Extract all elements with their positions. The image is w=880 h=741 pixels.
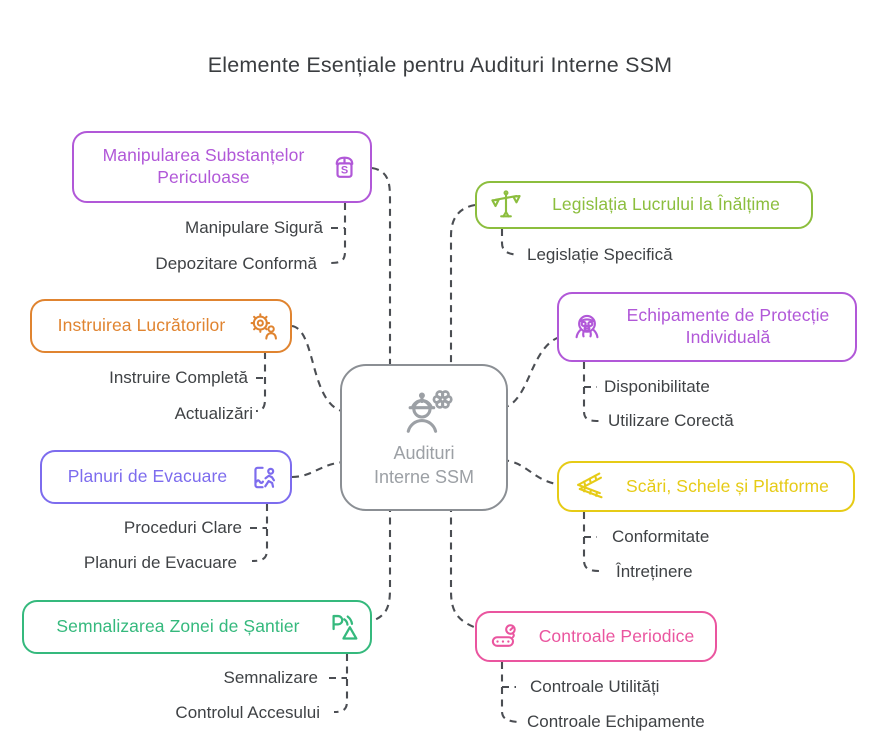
- gauge-conveyor-icon: [491, 624, 516, 647]
- central-node-audituri-interne-ssm[interactable]: Audituri Interne SSM: [340, 364, 508, 511]
- branch-controale-periodice[interactable]: Controale Periodice: [475, 611, 717, 662]
- connector-instruirea-center: [291, 324, 347, 414]
- branch-label: Legislația Lucrului la Înălțime: [552, 194, 780, 215]
- central-node-label-line2: Interne SSM: [373, 467, 475, 487]
- connector-planuri-children: [250, 504, 269, 563]
- branch-label: Instruirea Lucrătorilor: [57, 315, 226, 336]
- branch-label: Manipularea Substanțelor Periculoase: [102, 145, 305, 187]
- connector-center-echipamente: [501, 334, 564, 410]
- connector-echipamente-children: [582, 362, 600, 423]
- subtopic-manipulare-sigura[interactable]: Manipulare Sigură: [185, 218, 323, 237]
- subtopic-disponibilitate[interactable]: Disponibilitate: [604, 377, 710, 396]
- central-node-label-line1: Audituri: [393, 442, 455, 463]
- subtopic-proceduri-clare[interactable]: Proceduri Clare: [123, 518, 242, 537]
- connector-manipularea-center: [371, 166, 392, 370]
- package-s-icon: S: [335, 156, 354, 178]
- connector-controale-children: [500, 662, 519, 724]
- subtopic-legislatie-specifica[interactable]: Legislație Specifică: [527, 245, 673, 264]
- subtopic-planuri-de-evacuare[interactable]: Planuri de Evacuare: [83, 553, 237, 572]
- branch-label: Echipamente de Protecție Individuală: [626, 305, 830, 347]
- subtopic-controlul-accesului[interactable]: Controlul Accesului: [175, 703, 320, 722]
- auditor-helmet-gear-icon: [406, 389, 453, 433]
- branch-instruirea-lucratorilor[interactable]: Instruirea Lucrătorilor: [30, 299, 292, 353]
- subtopic-controale-utilitati[interactable]: Controale Utilități: [530, 677, 660, 696]
- connector-legislatia-center: [449, 203, 476, 370]
- branch-scari-schele-platforme[interactable]: Scări, Schele și Platforme: [557, 461, 855, 512]
- connector-instruirea-children: [255, 352, 267, 413]
- subtopic-utilizare-corecta[interactable]: Utilizare Corectă: [608, 411, 734, 430]
- branch-label: Semnalizarea Zonei de Șantier: [56, 616, 300, 637]
- branch-legislatia-inaltime[interactable]: Legislația Lucrului la Înălțime: [475, 181, 813, 229]
- connector-center-semnalizarea: [366, 505, 392, 624]
- scales-icon: [491, 190, 521, 218]
- connector-planuri-center: [291, 460, 347, 479]
- signal-zone-icon: [332, 614, 358, 640]
- branch-manipularea-substantelor[interactable]: Manipularea Substanțelor Periculoase S: [72, 131, 372, 203]
- branch-label: Planuri de Evacuare: [67, 466, 228, 487]
- evacuation-plan-icon: [254, 466, 276, 488]
- branch-label: Scări, Schele și Platforme: [626, 475, 829, 496]
- subtopic-actualizari[interactable]: Actualizări: [174, 404, 253, 423]
- gear-worker-icon: [250, 312, 277, 340]
- subtopic-semnalizare[interactable]: Semnalizare: [223, 668, 319, 687]
- connector-center-controale: [449, 505, 483, 631]
- connector-scari-children: [582, 512, 600, 573]
- connector-legislatia-children: [500, 229, 520, 257]
- branch-planuri-de-evacuare[interactable]: Planuri de Evacuare: [40, 450, 292, 504]
- subtopic-depozitare-conforma[interactable]: Depozitare Conformă: [155, 254, 317, 273]
- page-title: Elemente Esențiale pentru Audituri Inter…: [207, 53, 673, 77]
- subtopic-conformitate[interactable]: Conformitate: [612, 527, 710, 546]
- ladder-scaffold-icon: [577, 472, 603, 499]
- subtopic-controale-echipamente[interactable]: Controale Echipamente: [527, 712, 705, 731]
- svg-text:S: S: [341, 164, 348, 176]
- connector-center-scari: [501, 458, 564, 487]
- protective-mask-icon: [575, 314, 599, 339]
- branch-label: Controale Periodice: [538, 625, 695, 646]
- branch-echipamente-protectie[interactable]: Echipamente de Protecție Individuală: [557, 292, 857, 362]
- subtopic-instruire-completa[interactable]: Instruire Completă: [109, 368, 248, 387]
- branch-semnalizarea-zonei[interactable]: Semnalizarea Zonei de Șantier: [22, 600, 372, 654]
- subtopic-intretinere[interactable]: Întreținere: [616, 562, 693, 581]
- connector-semnalizarea-children: [329, 654, 349, 714]
- connector-manipularea-children: [330, 203, 347, 265]
